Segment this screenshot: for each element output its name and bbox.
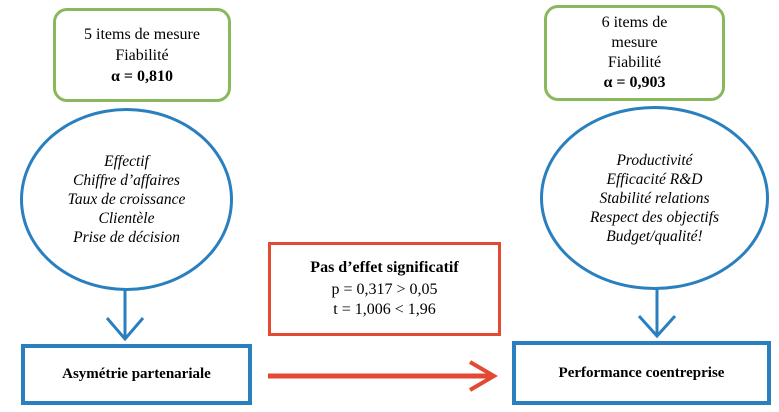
result-p-value: p = 0,317 > 0,05 [331,281,438,298]
left-info-line: 5 items de mesure [84,25,200,43]
right-info-line: 6 items de [601,14,668,31]
right-down-arrow [637,288,677,339]
left-item: Chiffre d’affaires [73,172,180,189]
right-item: Efficacité R&D [606,170,703,188]
left-reliability-box: 5 items de mesure Fiabilité α = 0,810 [53,8,231,102]
left-item: Effectif [104,153,149,170]
right-item: Respect des objectifs [589,208,720,226]
result-t-value: t = 1,006 < 1,96 [333,301,436,318]
right-item: Stabilité relations [599,189,710,207]
left-construct-box: Asymétrie partenariale [21,344,252,405]
left-item: Taux de croissance [67,191,186,208]
right-construct-label: Performance coentreprise [558,364,725,381]
left-alpha: α = 0,810 [110,67,174,85]
right-item: Productivité [616,151,693,169]
result-box: Pas d’effet significatif p = 0,317 > 0,0… [268,242,501,336]
right-items-ellipse: Productivité Efficacité R&D Stabilité re… [540,106,769,290]
right-reliability-box: 6 items de mesure Fiabilité α = 0,903 [544,5,725,101]
left-info-line: Fiabilité [115,46,169,64]
left-down-arrow [105,288,145,342]
left-item: Prise de décision [73,229,180,246]
left-construct-label: Asymétrie partenariale [62,366,211,382]
left-items-ellipse: Effectif Chiffre d’affaires Taux de croi… [20,108,233,291]
left-item: Clientèle [98,210,155,227]
right-alpha: α = 0,903 [603,74,666,91]
right-construct-box: Performance coentreprise [512,341,771,405]
right-item: Budget/qualité! [606,227,703,245]
right-info-line: Fiabilité [607,54,662,71]
effect-arrow [268,360,498,392]
right-info-line: mesure [611,34,658,51]
result-heading: Pas d’effet significatif [310,259,459,276]
